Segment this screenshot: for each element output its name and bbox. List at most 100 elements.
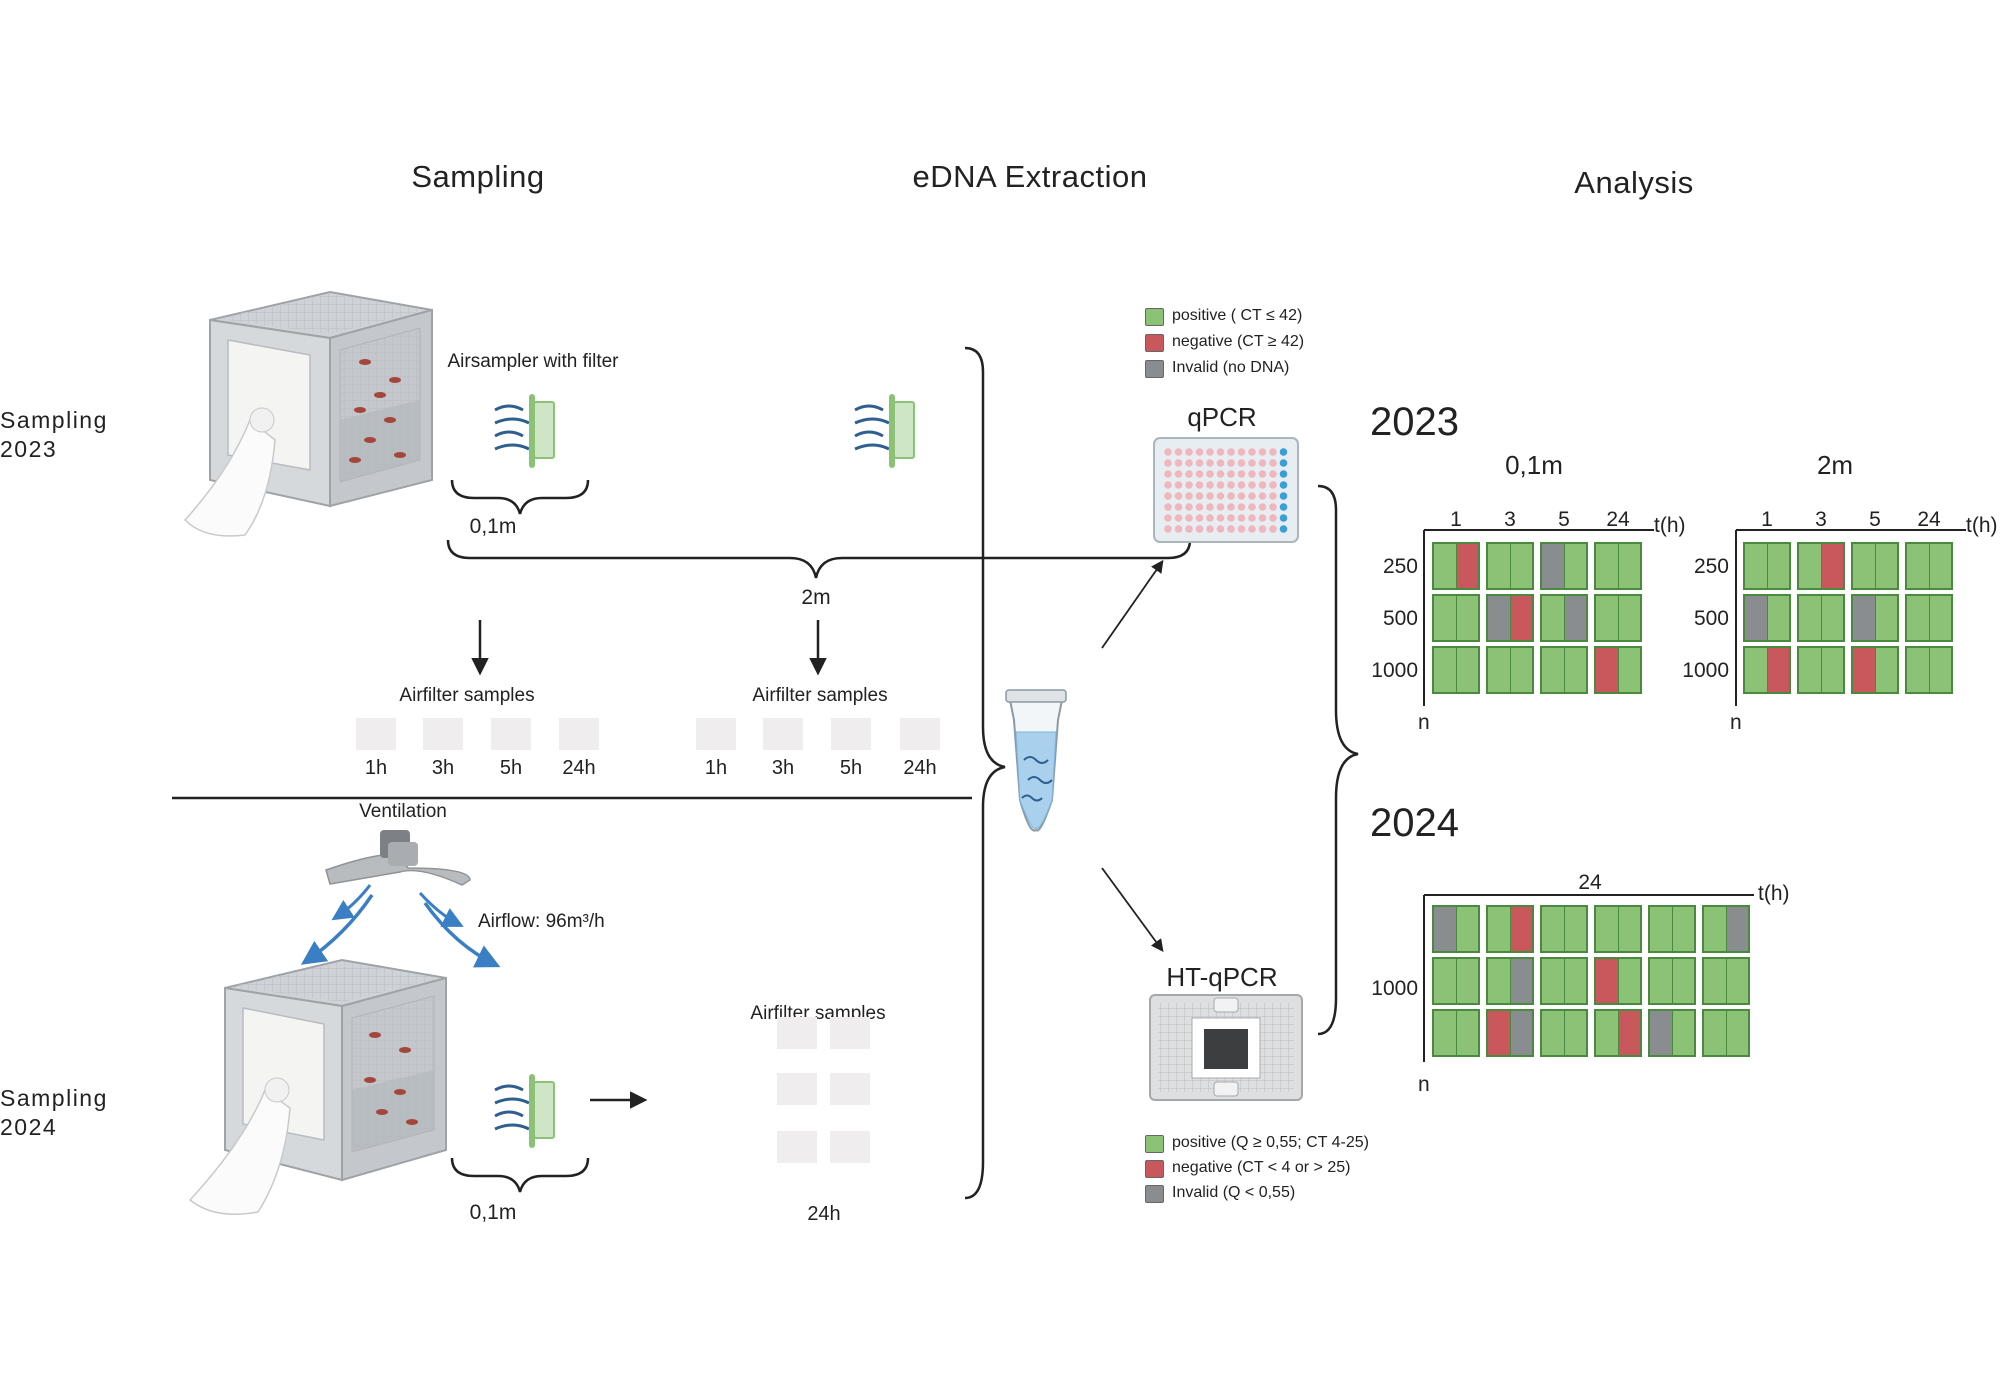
result-cell [1851,646,1899,694]
time-tick-label: 1 [1450,508,1462,531]
airflow-arrow-2 [300,894,374,965]
result-cell [1486,542,1534,590]
result-cell [1486,594,1534,642]
panel-far-axes [1735,529,1966,706]
qpcr-well [1279,503,1288,511]
legend-swatch [1145,308,1164,326]
qpcr-well [1248,448,1256,456]
result-cell [1540,905,1588,953]
qpcr-well [1237,514,1246,522]
result-replicate [1509,596,1532,640]
result-replicate [1799,596,1821,640]
qpcr-well [1185,525,1193,533]
result-cell [1594,646,1642,694]
qpcr-well [1279,525,1288,533]
legend-swatch [1145,1160,1164,1178]
result-replicate [1725,907,1748,951]
airfilter-time-label: 3h [771,757,795,779]
result-replicate [1820,596,1843,640]
result-replicate [1671,907,1694,951]
result-replicate [1650,1011,1672,1055]
panel-2024-n-axis: n [1418,1073,1430,1096]
result-replicate [1542,596,1564,640]
qpcr-well [1279,459,1288,467]
qpcr-well [1174,503,1183,511]
result-cell [1797,646,1845,694]
result-replicate [1928,596,1951,640]
result-replicate [1704,1011,1726,1055]
result-replicate [1434,1011,1456,1055]
result-replicate [1704,959,1726,1003]
qpcr-well [1164,503,1172,511]
result-replicate [1455,907,1478,951]
qpcr-well [1248,503,1256,511]
legend-label: negative (CT ≥ 42) [1172,333,1305,350]
result-cell [1432,1009,1480,1057]
result-cell [1743,594,1791,642]
airfilter-chip [559,718,599,750]
qpcr-well [1206,503,1214,511]
qpcr-well [1237,492,1246,500]
extraction-brace [964,346,1006,1200]
legend-swatch [1145,334,1164,352]
qpcr-well [1185,492,1193,500]
result-replicate [1907,544,1929,588]
result-replicate [1799,648,1821,692]
qpcr-well [1216,492,1225,500]
qpcr-well [1195,459,1204,467]
distance-near-label: 0,1m [469,515,517,538]
result-replicate [1766,596,1789,640]
legend-label: negative (CT < 4 or > 25) [1172,1159,1351,1176]
panel-2024-n-value: 1000 [1371,977,1418,1000]
htqpcr-chip-icon [1149,994,1303,1101]
airfilter-chip [830,1017,870,1049]
result-cell [1540,542,1588,590]
result-cell [1743,542,1791,590]
qpcr-well [1269,448,1277,456]
airfilter-time-label: 3h [431,757,455,779]
airfilter-near-label: Airfilter samples [399,685,535,706]
airflow-arrow-1 [331,884,372,921]
qpcr-well [1174,459,1183,467]
result-replicate [1617,648,1640,692]
qpcr-plate-icon [1153,437,1299,543]
airflow-label: Airflow: 96m³/h [478,911,605,932]
result-replicate [1704,907,1726,951]
extraction-tube-icon [1005,689,1067,832]
distance-far-brace [446,539,1192,579]
result-replicate [1853,544,1875,588]
result-cell [1540,594,1588,642]
result-cell [1594,542,1642,590]
qpcr-well [1227,459,1235,467]
result-replicate [1766,648,1789,692]
result-replicate [1542,959,1564,1003]
result-replicate [1650,907,1672,951]
result-replicate [1928,648,1951,692]
result-replicate [1542,1011,1564,1055]
qpcr-well [1227,481,1235,489]
time-tick-label: 5 [1869,508,1881,531]
panel-2024-time: 24 [1578,871,1602,894]
result-replicate [1563,596,1586,640]
n-tick-label: 250 [1693,555,1729,578]
panel-far-time-axis: t(h) [1966,514,1998,537]
qpcr-well [1248,481,1256,489]
result-replicate [1853,596,1875,640]
extraction-heading: eDNA Extraction [912,159,1148,194]
airfilter-chip [777,1073,817,1105]
qpcr-well [1185,459,1193,467]
qpcr-well [1279,514,1288,522]
result-replicate [1874,648,1897,692]
arrow-to-htqpcr [1101,867,1164,953]
qpcr-well [1258,448,1267,456]
htqpcr-label: HT-qPCR [1166,962,1278,992]
result-cell [1486,957,1534,1005]
qpcr-well [1174,481,1183,489]
arrow-to-qpcr [1101,559,1164,649]
time-2024-label: 24h [807,1203,841,1225]
result-replicate [1928,544,1951,588]
n-tick-label: 1000 [1371,659,1418,682]
qpcr-well [1227,492,1235,500]
qpcr-well [1227,525,1235,533]
result-replicate [1799,544,1821,588]
